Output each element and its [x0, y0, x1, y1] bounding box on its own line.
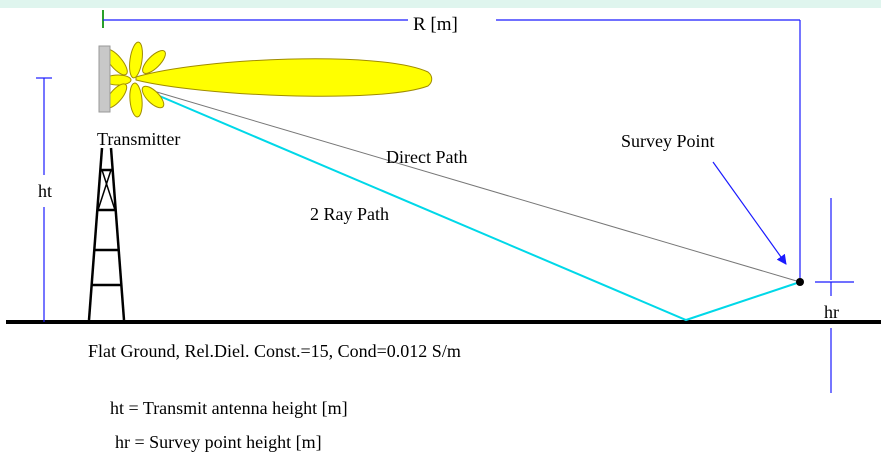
range-dimension	[103, 19, 801, 282]
two-ray-path-line	[149, 91, 801, 322]
transmitter-label: Transmitter	[97, 129, 180, 149]
ht-dimension	[36, 77, 52, 322]
direct-path-line	[149, 89, 801, 283]
ht-definition: ht = Transmit antenna height [m]	[110, 398, 348, 418]
hr-dimension	[815, 198, 854, 393]
direct-path-label: Direct Path	[386, 147, 467, 167]
range-label: R [m]	[413, 14, 458, 35]
survey-point-marker	[796, 278, 804, 286]
antenna-panel	[98, 45, 111, 113]
transmitter-tower	[87, 147, 126, 321]
hr-definition: hr = Survey point height [m]	[115, 432, 322, 452]
survey-point-label: Survey Point	[621, 131, 715, 151]
ground-label: Flat Ground, Rel.Diel. Const.=15, Cond=0…	[88, 341, 461, 361]
flat-ground	[6, 320, 881, 324]
survey-point-arrow	[712, 161, 787, 265]
ht-label: ht	[38, 181, 52, 201]
two-ray-path-label: 2 Ray Path	[310, 204, 389, 224]
top-band	[0, 0, 881, 8]
main-beam-lobe	[135, 58, 433, 97]
hr-label: hr	[824, 302, 839, 322]
